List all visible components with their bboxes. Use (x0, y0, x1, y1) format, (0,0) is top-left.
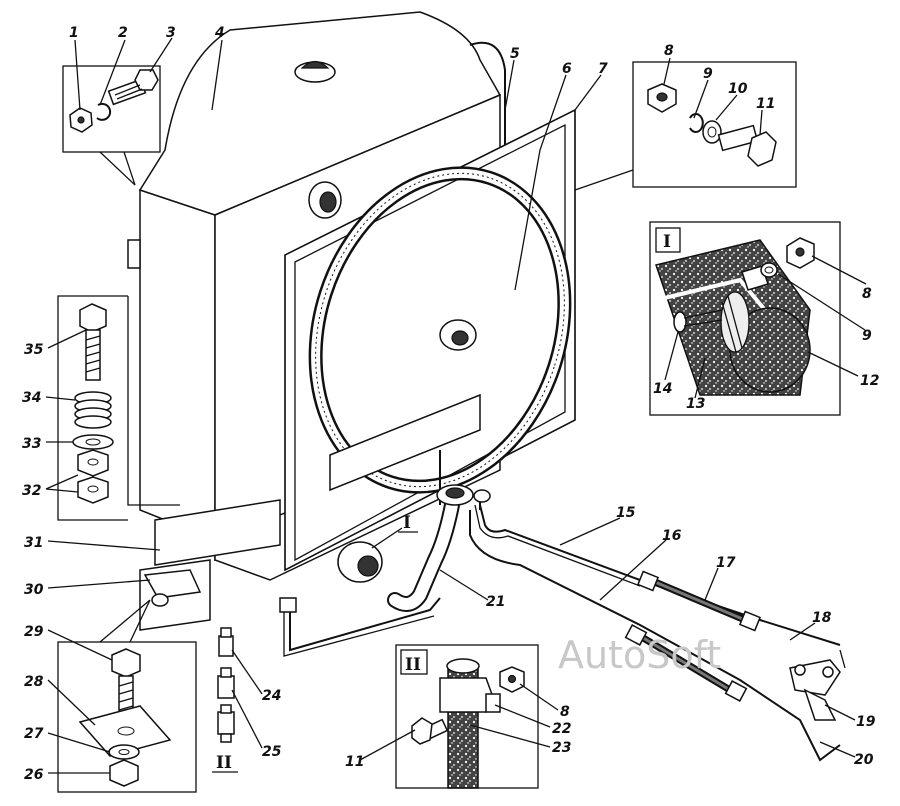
callout-9-top: 9 (703, 66, 713, 82)
callout-10: 10 (728, 81, 748, 97)
hoses-and-pipes (279, 484, 846, 762)
spring-34 (74, 391, 112, 429)
callout-26: 26 (24, 767, 44, 783)
detail-box-parts-26-29 (57, 599, 197, 793)
detail-box-parts-8-11 (574, 61, 797, 191)
section-label-one-pointer: I (403, 513, 411, 533)
detail-box-parts-1-3 (62, 65, 161, 186)
callout-9-detail-one: 9 (862, 328, 872, 344)
callout-8-detail-two: 8 (560, 704, 570, 720)
callout-13: 13 (686, 396, 705, 412)
callout-14: 14 (653, 381, 672, 397)
callout-33: 33 (22, 436, 41, 452)
callout-18: 18 (812, 610, 832, 626)
callout-27: 27 (24, 726, 44, 742)
detail-box-parts-32-35 (57, 295, 180, 521)
callout-7: 7 (598, 61, 608, 77)
mounting-pad (139, 499, 281, 631)
fan-shroud (284, 108, 576, 572)
callout-35: 35 (24, 342, 44, 358)
callout-15: 15 (616, 505, 636, 521)
leader-lines (45, 37, 867, 774)
section-labels: I I II II (212, 232, 671, 773)
callout-34: 34 (22, 390, 41, 406)
fittings-24-25 (217, 627, 235, 743)
callout-32: 32 (22, 483, 41, 499)
callout-24: 24 (262, 688, 281, 704)
callout-25: 25 (262, 744, 282, 760)
callout-21: 21 (486, 594, 505, 610)
callout-11-top: 11 (756, 96, 775, 112)
callout-22: 22 (552, 721, 571, 737)
callout-2: 2 (118, 25, 128, 41)
detail-box-section-one (649, 221, 841, 416)
callout-23: 23 (552, 740, 571, 756)
section-label-two-pointer: II (216, 753, 232, 773)
section-label-one-box: I (663, 232, 671, 252)
callout-8-top: 8 (664, 43, 674, 59)
section-label-two-box: II (405, 655, 421, 675)
callout-5: 5 (510, 46, 520, 62)
callout-12: 12 (860, 373, 879, 389)
callout-17: 17 (716, 555, 736, 571)
callout-3: 3 (166, 25, 176, 41)
callout-16: 16 (662, 528, 682, 544)
callout-6: 6 (562, 61, 572, 77)
callout-31: 31 (24, 535, 43, 551)
callout-19: 19 (856, 714, 876, 730)
callout-8-detail-one: 8 (862, 286, 872, 302)
callout-4: 4 (214, 25, 225, 41)
watermark: AutoSoft (558, 633, 721, 677)
callout-28: 28 (24, 674, 44, 690)
callout-30: 30 (24, 582, 44, 598)
callout-11-detail-two: 11 (345, 754, 364, 770)
callout-29: 29 (24, 624, 44, 640)
callout-1: 1 (69, 25, 79, 41)
callout-20: 20 (854, 752, 874, 768)
callout-numbers: 1 2 3 4 5 6 7 8 9 10 11 8 9 12 13 14 15 … (22, 25, 879, 783)
detail-box-section-two (395, 644, 539, 789)
